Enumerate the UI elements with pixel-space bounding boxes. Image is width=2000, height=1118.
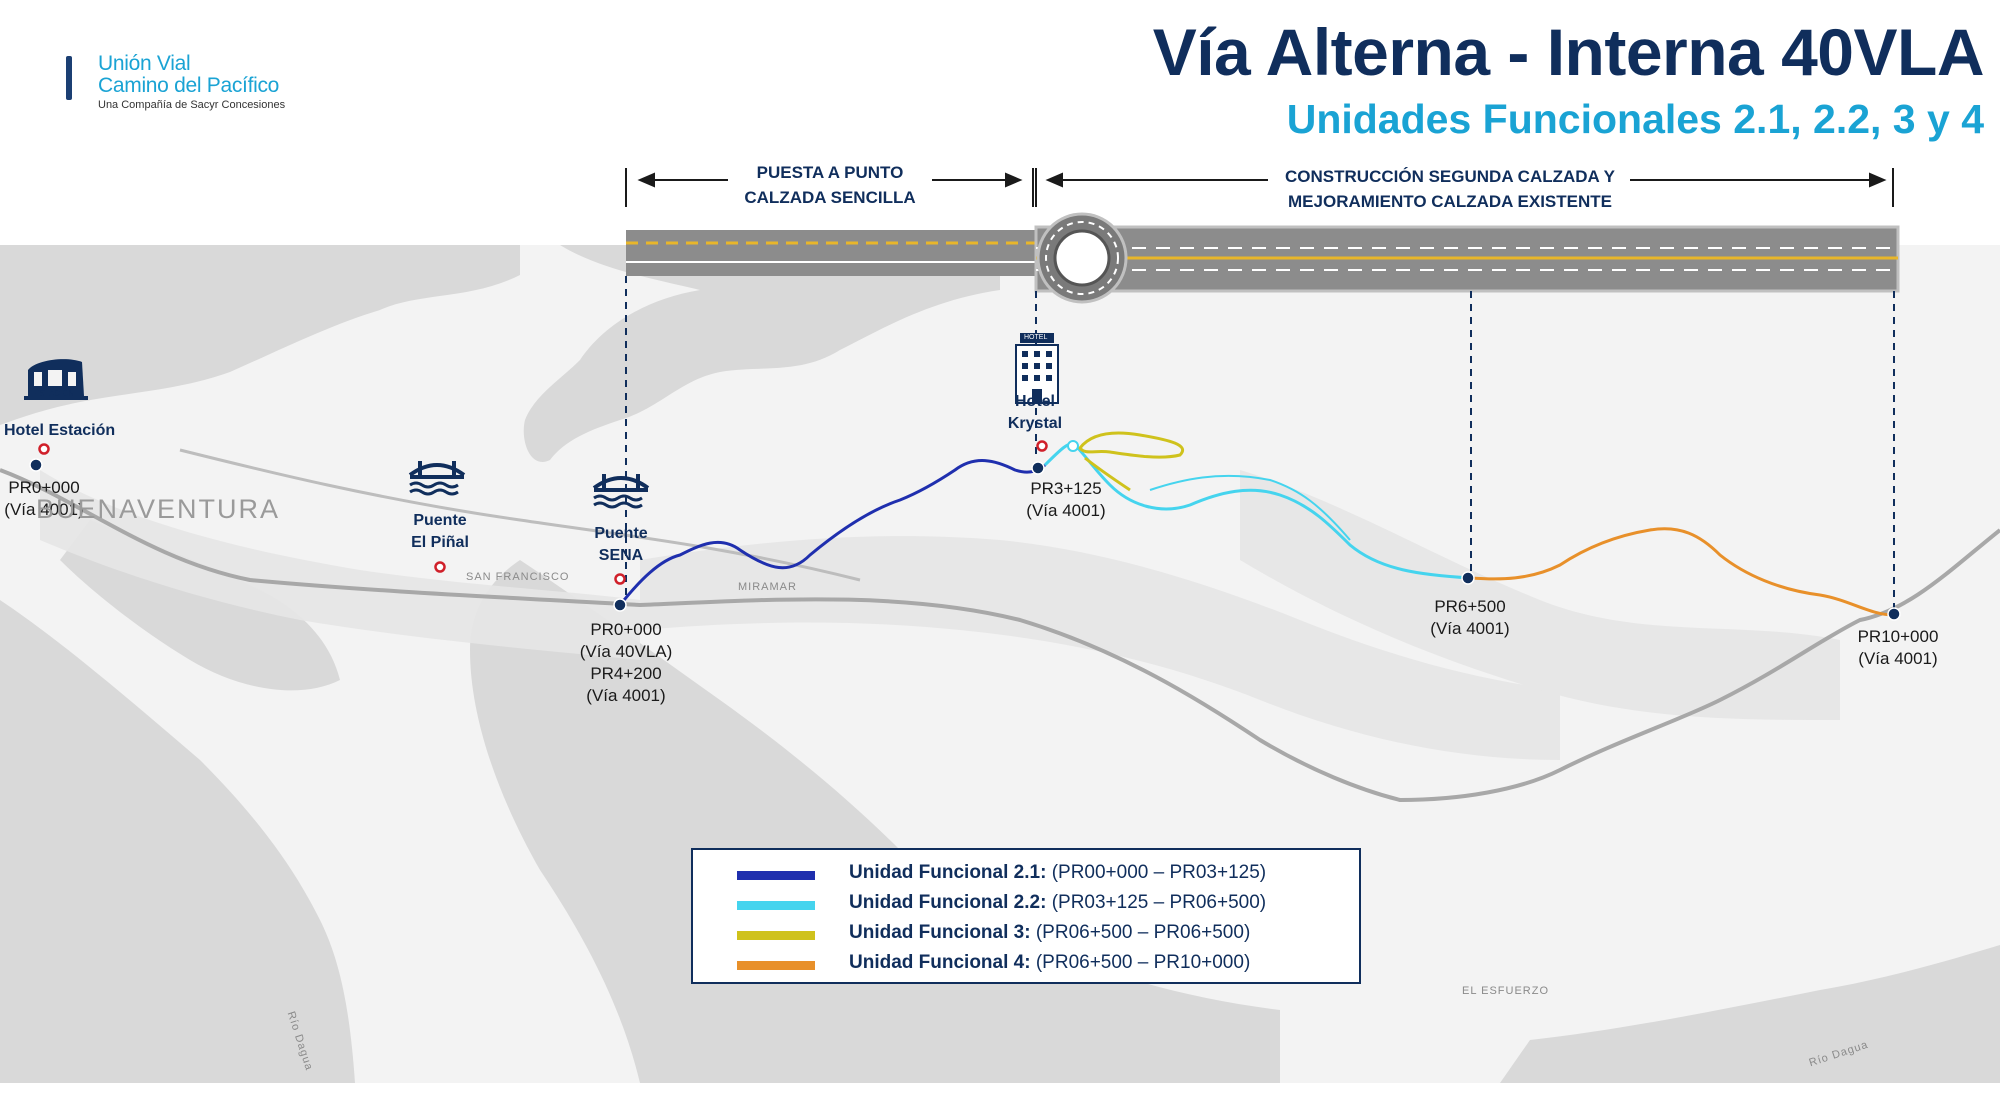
map-water	[0, 245, 2000, 1083]
place-buenaventura: BUENAVENTURA	[36, 494, 281, 524]
pin-hotel-estacion	[38, 443, 50, 455]
legend-swatch-uf-3	[737, 931, 815, 940]
legend-range: (PR06+500 – PR10+000)	[1035, 952, 1251, 973]
legend-name: Unidad Funcional 4:	[849, 952, 1031, 973]
label-pr6: PR6+500(Vía 4001)	[1430, 597, 1510, 638]
road-banner	[626, 212, 1900, 304]
hotel-sign-text: HOTEL	[1024, 334, 1048, 341]
label-hotel-estacion: Hotel Estación	[4, 422, 116, 439]
marker-pr0-4001	[29, 458, 43, 472]
page-subtitle: Unidades Funcionales 2.1, 2.2, 3 y 4	[1286, 96, 1984, 142]
legend-item: Unidad Funcional 3: (PR06+500 – PR06+500…	[737, 922, 1347, 948]
legend-range: (PR03+125 – PR06+500)	[1051, 892, 1267, 913]
bridge-icon-pinal	[408, 461, 466, 496]
logo-mark	[66, 56, 72, 100]
legend-range: (PR06+500 – PR06+500)	[1035, 922, 1251, 943]
pin-hotel-krystal	[1036, 440, 1048, 452]
legend-range: (PR00+000 – PR03+125)	[1051, 862, 1267, 883]
legend-item: Unidad Funcional 2.1: (PR00+000 – PR03+1…	[737, 862, 1347, 888]
legend-swatch-uf-4	[737, 961, 815, 970]
main-road	[0, 468, 2000, 803]
route-uf-2-1	[618, 459, 1047, 606]
place-miramar: MIRAMAR	[738, 581, 797, 593]
label-pr0-4001: PR0+000(Vía 4001)	[4, 478, 84, 519]
location-pins	[38, 440, 1048, 585]
legend-swatch-uf-2-2	[737, 901, 815, 910]
section-arrows	[625, 168, 1894, 207]
bridge-icon-sena	[592, 474, 650, 509]
legend-name: Unidad Funcional 3:	[849, 922, 1031, 943]
label-pr3: PR3+125(Vía 4001)	[1026, 479, 1106, 520]
legend: Unidad Funcional 2.1: (PR00+000 – PR03+1…	[691, 848, 1361, 984]
logo-tagline: Una Compañía de Sacyr Concesiones	[98, 99, 286, 111]
place-el-esfuerzo: EL ESFUERZO	[1462, 985, 1549, 997]
marker-pr0-40vla	[613, 598, 627, 612]
company-logo: Unión Vial Camino del Pacífico Una Compa…	[62, 52, 342, 122]
pin-puente-pinal	[434, 561, 446, 573]
legend-name: Unidad Funcional 2.2:	[849, 892, 1047, 913]
place-san-francisco: SAN FRANCISCO	[466, 571, 570, 583]
label-pr0-40vla: PR0+000(Vía 40VLA) PR4+200(Vía 4001)	[579, 620, 673, 705]
legend-item: Unidad Funcional 2.2: (PR03+125 – PR06+5…	[737, 892, 1347, 918]
legend-item: Unidad Funcional 4: (PR06+500 – PR10+000…	[737, 952, 1347, 978]
legend-swatch-uf-2-1	[737, 871, 815, 880]
page-title: Vía Alterna - Interna 40VLA	[1152, 15, 1985, 89]
route-uf-4	[1470, 527, 1895, 617]
secondary-road	[179, 448, 861, 582]
station-badge-text: ESTACIÓN	[34, 389, 75, 398]
pin-puente-sena	[614, 573, 626, 585]
route-uf-3	[1078, 431, 1184, 459]
label-pr10: PR10+000(Vía 4001)	[1857, 627, 1939, 668]
legend-name: Unidad Funcional 2.1:	[849, 862, 1047, 883]
marker-pr6	[1461, 571, 1475, 585]
hotel-icon	[1015, 333, 1059, 404]
marker-pr3	[1031, 461, 1045, 475]
logo-line1: Unión Vial	[98, 52, 191, 75]
logo-line2: Camino del Pacífico	[98, 74, 280, 97]
marker-pr10	[1887, 607, 1901, 621]
pr-markers	[29, 458, 1901, 621]
station-icon	[24, 359, 88, 400]
